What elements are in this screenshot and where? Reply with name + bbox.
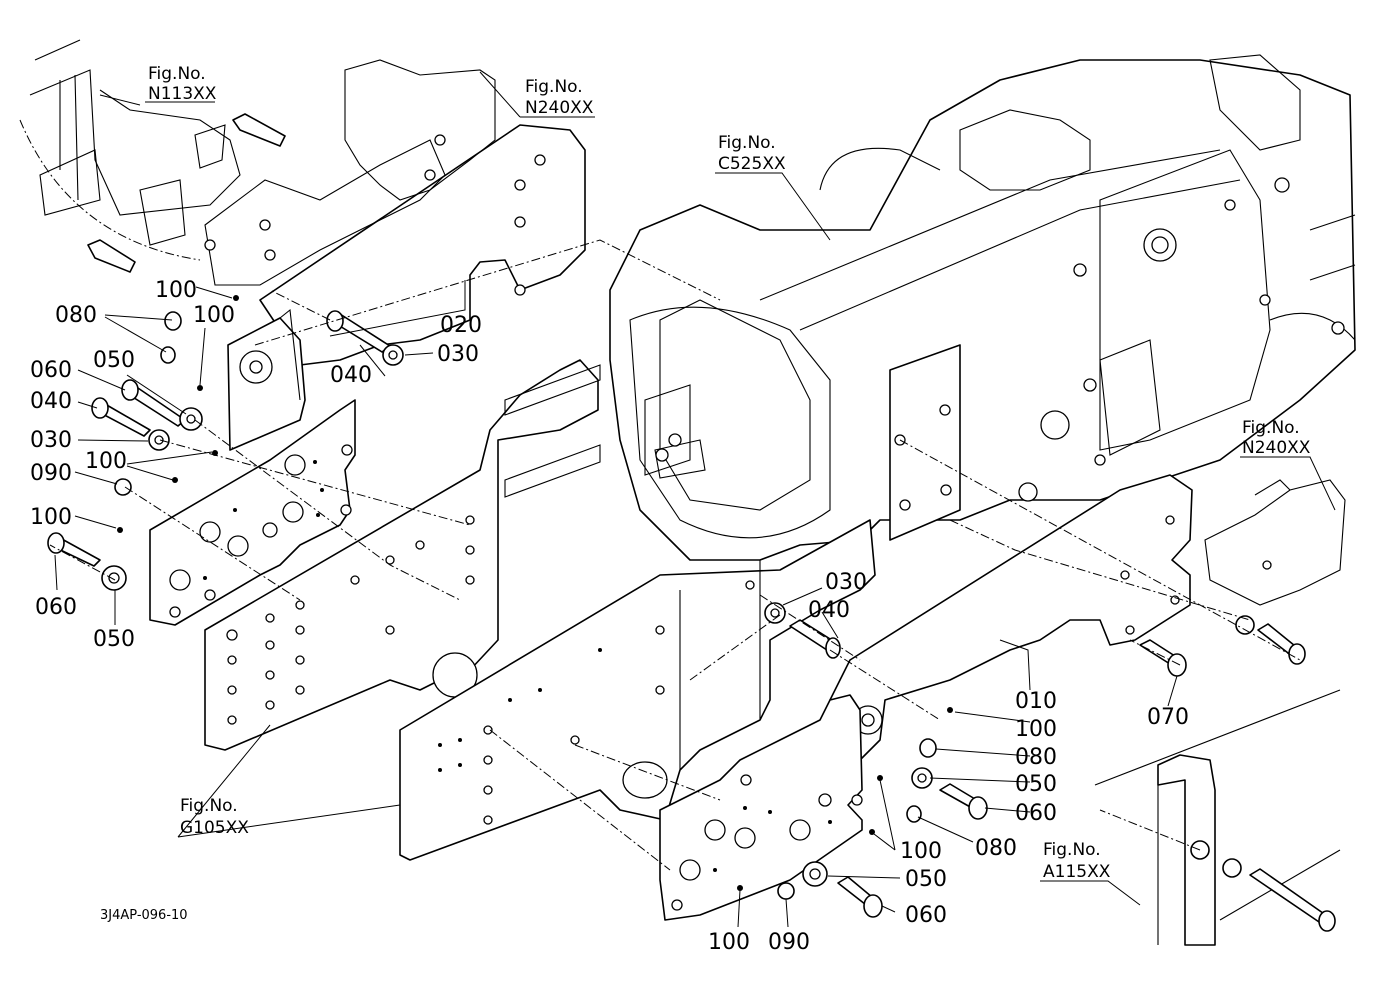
callout-040: 040 (330, 363, 372, 388)
callout-090: 090 (30, 461, 72, 486)
fig-ref-code: A115XX (1043, 862, 1111, 882)
callout-060: 060 (35, 595, 77, 620)
callout-040: 040 (808, 598, 850, 623)
callout-030: 030 (825, 570, 867, 595)
fig-ref-a115: Fig.No. A115XX (1043, 840, 1111, 882)
fig-ref-code: C525XX (718, 154, 786, 174)
callout-100: 100 (900, 839, 942, 864)
callout-060: 060 (905, 903, 947, 928)
fig-ref-c525: Fig.No. C525XX (718, 133, 786, 174)
callout-050: 050 (93, 627, 135, 652)
fig-ref-g105: Fig.No. G105XX (180, 796, 249, 838)
frame-section-right (1094, 479, 1346, 946)
callout-050: 050 (93, 348, 135, 373)
fig-ref-code: N113XX (148, 84, 217, 104)
fig-ref-n240-top: Fig.No. N240XX (525, 77, 594, 118)
callout-090: 090 (768, 930, 810, 955)
callout-030: 030 (30, 428, 72, 453)
part-callouts: 100 080 100 020 040 030 060 050 040 030 … (30, 278, 1189, 955)
fig-ref-code: N240XX (1242, 438, 1311, 458)
frame-plate-g105 (204, 359, 601, 751)
callout-020: 020 (440, 313, 482, 338)
callout-050: 050 (1015, 772, 1057, 797)
callout-080: 080 (1015, 745, 1057, 770)
fig-ref-prefix: Fig.No. (180, 796, 238, 816)
fig-ref-code: N240XX (525, 98, 594, 118)
fig-ref-code: G105XX (180, 818, 249, 838)
callout-030: 030 (437, 342, 479, 367)
fig-ref-prefix: Fig.No. (718, 133, 776, 153)
fig-ref-n113: Fig.No. N113XX (148, 64, 217, 104)
fasteners (47, 295, 1336, 932)
frame-section-top-left (19, 39, 286, 273)
callout-060: 060 (1015, 801, 1057, 826)
fig-ref-prefix: Fig.No. (148, 64, 206, 84)
callout-080: 080 (975, 836, 1017, 861)
fig-ref-n240-right: Fig.No. N240XX (1242, 418, 1311, 458)
callout-060: 060 (30, 358, 72, 383)
callout-100: 100 (30, 505, 72, 530)
leader-lines (54, 71, 1336, 928)
callout-100: 100 (1015, 717, 1057, 742)
callout-100: 100 (155, 278, 197, 303)
callout-010: 010 (1015, 689, 1057, 714)
callout-100: 100 (193, 303, 235, 328)
callout-040: 040 (30, 389, 72, 414)
callout-070: 070 (1147, 705, 1189, 730)
assembly-lines (49, 239, 1301, 871)
fig-ref-prefix: Fig.No. (1043, 840, 1101, 860)
frame-plate-center (399, 519, 876, 861)
front-bracket-left (149, 308, 356, 626)
transmission-housing (609, 54, 1356, 561)
fig-ref-prefix: Fig.No. (525, 77, 583, 97)
fig-ref-prefix: Fig.No. (1242, 418, 1300, 438)
callout-080: 080 (55, 303, 97, 328)
callout-100: 100 (708, 930, 750, 955)
callout-100: 100 (85, 449, 127, 474)
bracket-020 (204, 59, 586, 366)
drawing-code: 3J4AP-096-10 (100, 908, 188, 923)
callout-050: 050 (905, 867, 947, 892)
